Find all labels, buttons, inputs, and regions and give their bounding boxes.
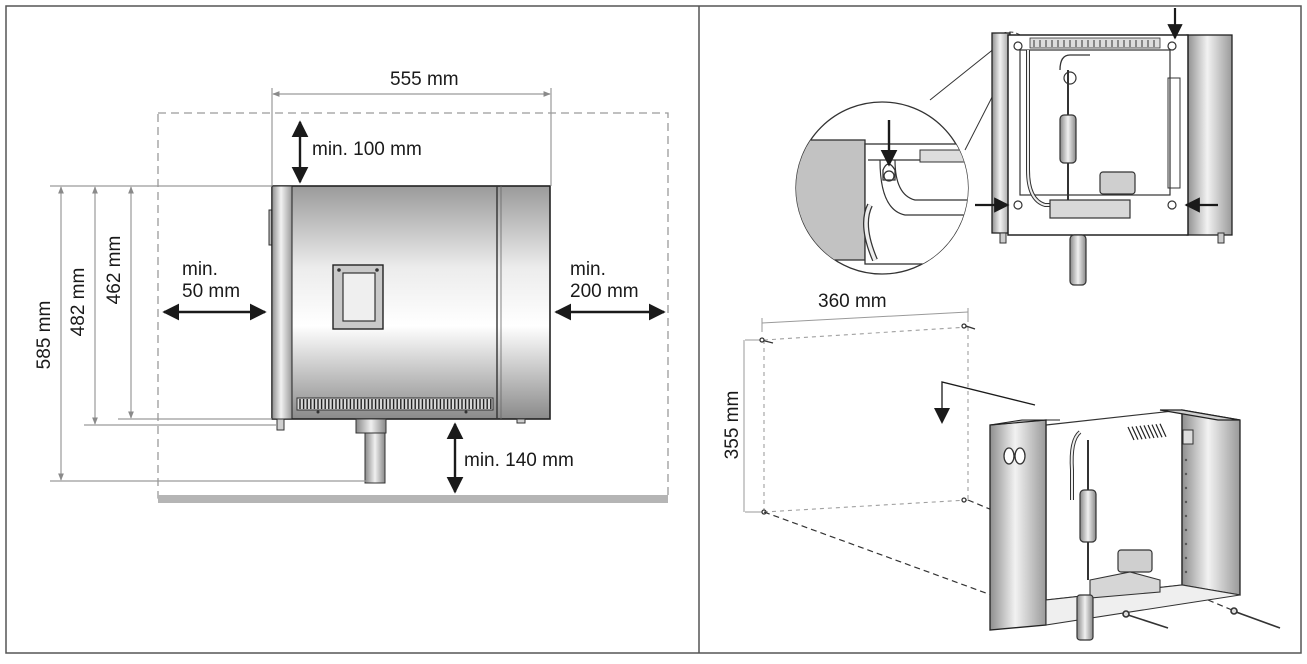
clearance-arrows [162, 120, 666, 494]
right-panel-rear-view [795, 8, 1233, 286]
zoom-detail [795, 101, 969, 275]
hole-height-label: 355 mm [722, 391, 743, 460]
height-585-label: 585 mm [34, 301, 55, 370]
steam-generator-rear [991, 32, 1233, 286]
mounting-point-arrows [975, 8, 1218, 213]
steam-generator-front [268, 185, 551, 484]
water-outlet-pipe [364, 432, 386, 484]
hole-width-label: 360 mm [818, 291, 887, 312]
steam-generator-3d [989, 409, 1241, 641]
hang-direction-arrow [934, 408, 950, 424]
mounting-hole-pattern [763, 326, 969, 513]
dimension-lines [50, 88, 552, 482]
filter-3d [1079, 489, 1097, 543]
right-panel-wall-mount: 360 mm 355 mm [722, 291, 1281, 641]
mounting-screws [1122, 607, 1281, 629]
outer-frame [5, 5, 1302, 654]
left-clearance-label-1: min. [182, 259, 218, 280]
left-clearance-label-2: 50 mm [182, 281, 240, 302]
width-label: 555 mm [390, 69, 459, 90]
top-clearance-label: min. 100 mm [312, 139, 422, 160]
floor [158, 495, 668, 503]
left-panel-front-view: 555 mm min. 100 mm min. 50 mm min. 200 m… [34, 69, 669, 503]
bottom-clearance-label: min. 140 mm [464, 450, 574, 471]
right-clearance-label-2: 200 mm [570, 281, 639, 302]
rear-filter [1059, 114, 1077, 164]
right-clearance-label-1: min. [570, 259, 606, 280]
height-482-label: 482 mm [68, 268, 89, 337]
rear-solenoid-valve [1099, 171, 1136, 195]
vent-slots [296, 397, 494, 411]
height-462-label: 462 mm [104, 236, 125, 305]
solenoid-valve-3d [1117, 549, 1153, 573]
